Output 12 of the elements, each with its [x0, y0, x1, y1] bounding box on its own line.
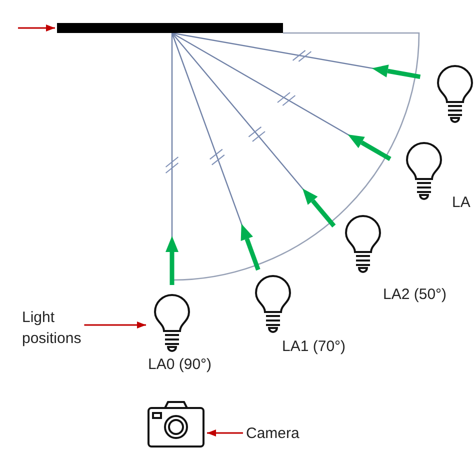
camera-icon [147, 400, 205, 448]
callout-label: Light positions [22, 307, 82, 349]
position-label: LA0 (90°) [148, 355, 212, 374]
light-bulb-icon [437, 65, 473, 123]
position-label: LA1 (70°) [282, 337, 346, 356]
leader-arrow [207, 430, 243, 436]
position-label: LA2 (50°) [383, 285, 447, 304]
leader-arrow [18, 24, 55, 32]
position-label: LA [452, 193, 470, 212]
surface-bar [57, 23, 283, 33]
leader-arrow [84, 322, 146, 328]
callout-label: Camera [246, 424, 300, 443]
